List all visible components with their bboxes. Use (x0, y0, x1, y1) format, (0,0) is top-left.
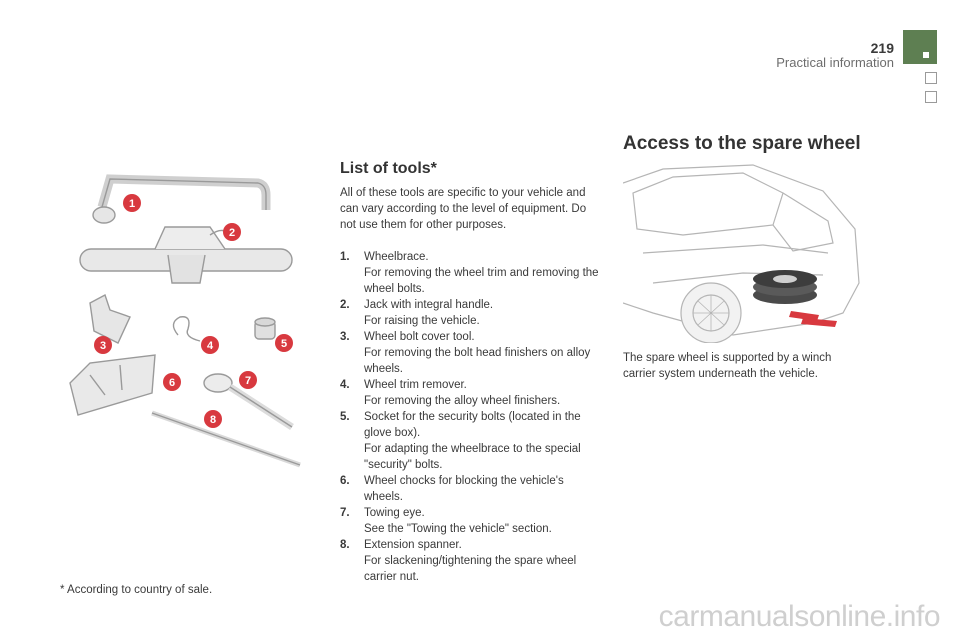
section-tab-empty (925, 72, 937, 84)
access-description: The spare wheel is supported by a winch … (623, 352, 832, 380)
svg-text:4: 4 (207, 340, 214, 352)
tool-number: 6. (340, 475, 350, 487)
tool-description: For raising the vehicle. (364, 315, 480, 327)
access-heading: Access to the spare wheel (623, 133, 861, 154)
svg-text:3: 3 (100, 340, 106, 352)
tool-number: 5. (340, 411, 350, 423)
tool-description: Socket for the security bolts (located i… (364, 411, 581, 439)
tool-list-item: 2. Jack with integral handle. For raising … (340, 297, 602, 329)
svg-text:5: 5 (281, 338, 287, 350)
tool-description: Extension spanner. (364, 539, 462, 551)
tool-description: Wheel chocks for blocking the vehicle's … (364, 475, 564, 503)
section-title: Practical information (776, 55, 894, 70)
tool-list-item: 6. Wheel chocks for blocking the vehicle'… (340, 473, 602, 505)
tool-description: Wheel bolt cover tool. (364, 331, 475, 343)
tool-description: Jack with integral handle. (364, 299, 494, 311)
tool-description: Towing eye. (364, 507, 425, 519)
tool-list: 1. Wheelbrace. For removing the wheel trim… (340, 249, 602, 585)
tool-number: 3. (340, 331, 350, 343)
list-heading: List of tools* (340, 160, 437, 177)
tool-description: For removing the bolt head finishers on … (364, 347, 591, 375)
tool-description: For adapting the wheelbrace to the speci… (364, 443, 581, 471)
tool-description: For removing the wheel trim and removing… (364, 267, 599, 295)
tool-description: For removing the alloy wheel finishers. (364, 395, 561, 407)
tool-number: 8. (340, 539, 350, 551)
tools-illustration: 1 2 3 4 5 6 7 8 (69, 174, 301, 468)
page-number: 219 (870, 40, 894, 56)
tool-number: 2. (340, 299, 350, 311)
tool-list-item: 5. Socket for the security bolts (located… (340, 409, 602, 473)
marker-6: 6 (163, 373, 181, 391)
tool-number: 7. (340, 507, 350, 519)
watermark: carmanualsonline.info (658, 600, 941, 633)
marker-7: 7 (239, 371, 257, 389)
tool-list-item: 1. Wheelbrace. For removing the wheel trim… (340, 249, 602, 297)
tool-description: See the "Towing the vehicle" section. (364, 523, 552, 535)
tool-list-item: 7. Towing eye. See the "Towing the vehicle… (340, 505, 602, 537)
footnote: * According to country of sale. (60, 584, 213, 596)
tool-description: For slackening/tightening the spare whee… (364, 555, 577, 583)
marker-5: 5 (275, 334, 293, 352)
marker-1: 1 (123, 194, 141, 212)
svg-text:8: 8 (210, 414, 216, 426)
tool-description: Wheel trim remover. (364, 379, 467, 391)
marker-4: 4 (201, 336, 219, 354)
svg-text:2: 2 (229, 227, 235, 239)
svg-text:6: 6 (169, 377, 175, 389)
marker-8: 8 (204, 410, 222, 428)
marker-2: 2 (223, 223, 241, 241)
tool-list-item: 4. Wheel trim remover. For removing the al… (340, 377, 602, 409)
car-spare-wheel-illustration (623, 164, 860, 343)
svg-text:7: 7 (245, 375, 251, 387)
list-intro: All of these tools are specific to your … (340, 187, 587, 231)
section-tab-active (903, 30, 937, 64)
tool-list-item: 8. Extension spanner. For slackening/tight… (340, 537, 602, 585)
tool-number: 1. (340, 251, 350, 263)
tool-description: Wheelbrace. (364, 251, 429, 263)
tool-number: 4. (340, 379, 350, 391)
tool-list-item: 3. Wheel bolt cover tool. For removing the… (340, 329, 602, 377)
svg-text:1: 1 (129, 198, 135, 210)
tab-square-icon (923, 52, 929, 58)
section-tab-empty (925, 91, 937, 103)
marker-3: 3 (94, 336, 112, 354)
